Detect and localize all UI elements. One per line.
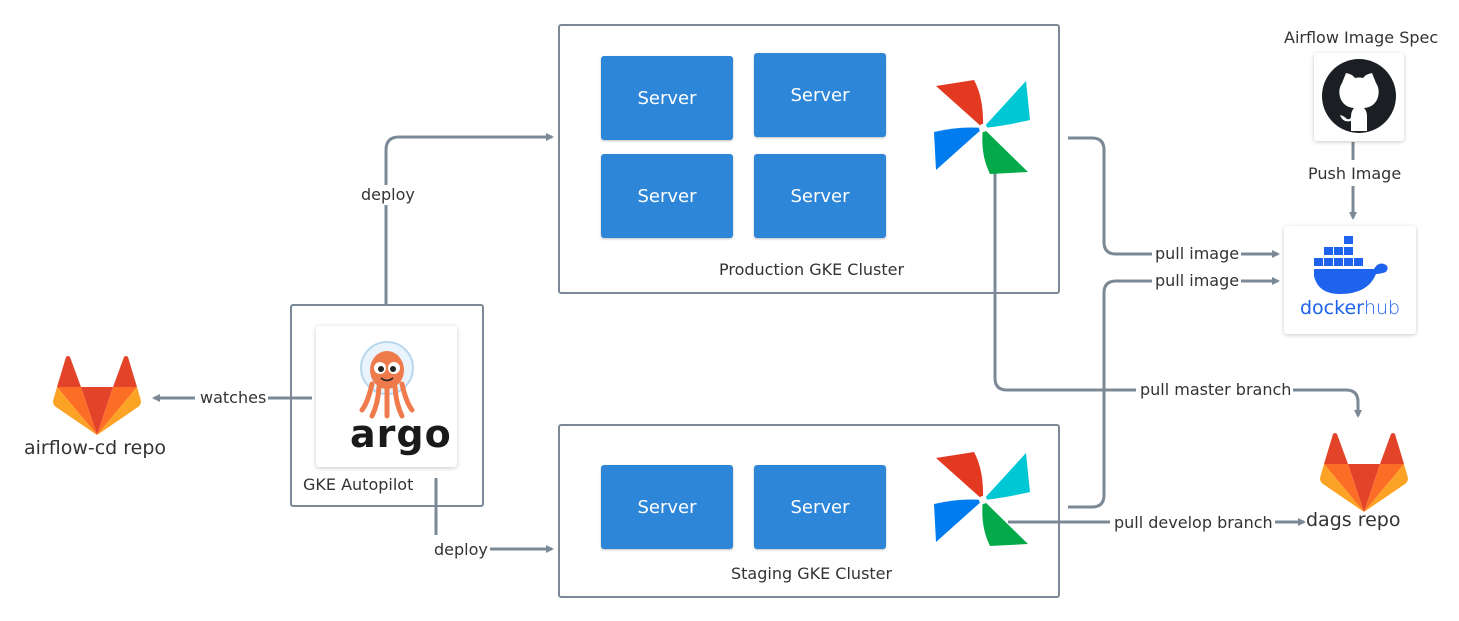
deploy-staging-label: deploy (432, 540, 490, 560)
argo-logo-text: argo (350, 412, 452, 456)
staging-cluster-label: Staging GKE Cluster (731, 564, 893, 583)
pull-master-label: pull master branch (1138, 380, 1294, 400)
production-cluster-label: Production GKE Cluster (719, 260, 905, 279)
pull-image-prod-label: pull image (1153, 244, 1242, 264)
gitlab-icon (1320, 433, 1408, 512)
edge-pull-master (993, 170, 1358, 416)
argo-card: argo (316, 326, 457, 467)
docker-icon (1314, 236, 1388, 294)
gke-autopilot-label: GKE Autopilot (303, 475, 414, 494)
production-cluster (558, 24, 1060, 294)
airflow-icon (934, 80, 1030, 174)
server: Server (601, 56, 733, 140)
dockerhub-logo-hub: hub (1363, 297, 1401, 319)
deploy-prod-label: deploy (359, 185, 417, 205)
pull-image-staging-label: pull image (1153, 271, 1242, 291)
server: Server (754, 465, 886, 549)
gitlab-icon (53, 356, 141, 435)
gke-autopilot-box (290, 304, 484, 507)
watches-label: watches (198, 388, 269, 408)
edge-deploy-prod (384, 133, 554, 305)
dockerhub-logo-docker: docker (1300, 297, 1364, 319)
argo-icon (359, 341, 415, 419)
github-icon (1322, 59, 1396, 133)
server: Server (601, 465, 733, 549)
image-spec-label: Airflow Image Spec (1284, 28, 1439, 47)
edge-pull-image-prod (1068, 136, 1278, 254)
dockerhub-logo-text: dockerhub (1300, 298, 1400, 318)
server: Server (601, 154, 733, 238)
push-image-label: Push Image (1306, 164, 1404, 184)
server: Server (754, 53, 886, 137)
edge-pull-image-staging (1068, 281, 1278, 509)
airflow-cd-repo-label: airflow-cd repo (24, 437, 167, 459)
server: Server (754, 154, 886, 238)
github-card (1314, 53, 1404, 141)
staging-cluster (558, 424, 1060, 598)
airflow-icon (934, 452, 1030, 546)
dags-repo-label: dags repo (1306, 509, 1401, 531)
dockerhub-card: dockerhub (1284, 226, 1416, 334)
pull-develop-label: pull develop branch (1112, 513, 1275, 533)
